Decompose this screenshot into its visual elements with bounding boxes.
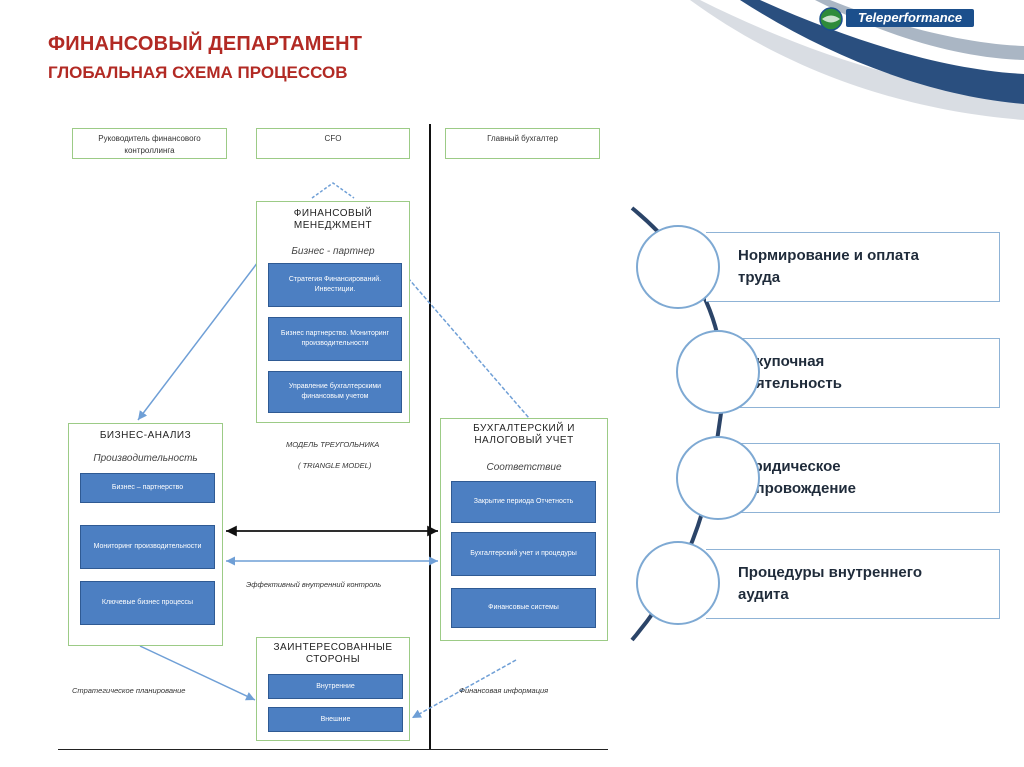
biz-analysis-item-monitoring: Мониторинг производительности — [80, 525, 215, 569]
panel-circle-4 — [636, 541, 720, 625]
accounting-item-systems: Финансовые системы — [451, 588, 596, 628]
cfo-chevron — [311, 182, 355, 199]
panel-item-audit-label: Процедуры внутреннего аудита — [738, 564, 922, 603]
biz-analysis-box: БИЗНЕС-АНАЛИЗ Производительность Бизнес … — [68, 423, 223, 646]
panel-item-labor-label: Нормирование и оплата труда — [738, 247, 919, 286]
page-title: ФИНАНСОВЫЙ ДЕПАРТАМЕНТ — [48, 33, 363, 55]
arrow-bizanalysis-to-stakeholders — [139, 645, 256, 701]
panel-item-labor: Нормирование и оплата труда — [706, 232, 1000, 302]
role-controlling-label: Руководитель финансового контроллинга — [98, 134, 201, 155]
panel-circle-1 — [636, 225, 720, 309]
divider-vertical — [429, 124, 431, 750]
biz-analysis-item-partnership: Бизнес – партнерство — [80, 473, 215, 503]
biz-analysis-subtitle: Производительность — [93, 453, 198, 464]
accounting-box: БУХГАЛТЕРСКИЙ И НАЛОГОВЫЙ УЧЕТ Соответст… — [440, 418, 608, 641]
page-subtitle: ГЛОБАЛЬНАЯ СХЕМА ПРОЦЕССОВ — [48, 63, 348, 82]
fin-mgmt-item-accounting: Управление бухгалтерскими финансовым уче… — [268, 371, 402, 413]
biz-analysis-item-processes: Ключевые бизнес процессы — [80, 581, 215, 625]
arrow-finmgmt-to-bizanalysis — [137, 261, 259, 421]
accounting-title: БУХГАЛТЕРСКИЙ И НАЛОГОВЫЙ УЧЕТ — [473, 423, 575, 446]
fin-mgmt-title: ФИНАНСОВЫЙ МЕНЕДЖМЕНТ — [293, 208, 373, 231]
internal-control-note: Эффективный внутренний контроль — [246, 580, 382, 589]
stakeholders-item-external: Внешние — [268, 707, 403, 732]
strategic-planning-note: Стратегическое планирование — [72, 686, 186, 695]
fin-mgmt-item-partnership: Бизнес партнерство. Мониторинг производи… — [268, 317, 402, 361]
teleperformance-logo: Teleperformance — [816, 6, 976, 32]
accounting-item-procedures: Бухгалтерский учет и процедуры — [451, 532, 596, 576]
accounting-item-closing: Закрытие периода Отчетность — [451, 481, 596, 523]
panel-circle-3 — [676, 436, 760, 520]
globe-icon — [819, 7, 843, 31]
biz-analysis-title: БИЗНЕС-АНАЛИЗ — [99, 430, 192, 441]
panel-item-audit: Процедуры внутреннего аудита — [706, 549, 1000, 619]
fin-mgmt-subtitle: Бизнес - партнер — [291, 246, 375, 257]
panel-item-procurement-label: Закупочная деятельность — [738, 353, 842, 392]
arrow-accounting-to-stakeholders — [411, 659, 517, 719]
role-box-chief-accountant: Главный бухгалтер — [445, 128, 600, 159]
role-box-controlling: Руководитель финансового контроллинга — [72, 128, 227, 159]
stakeholders-box: ЗАИНТЕРЕСОВАННЫЕ СТОРОНЫ Внутренние Внеш… — [256, 637, 410, 741]
accounting-subtitle: Соответствие — [486, 462, 562, 473]
panel-item-legal-label: Юридическое сопровождение — [738, 458, 857, 497]
financial-info-note: Финансовая информация — [459, 686, 549, 695]
model-note-line1: МОДЕЛЬ ТРЕУГОЛЬНИКА — [286, 440, 380, 449]
model-note-line2: ( TRIANGLE MODEL) — [298, 461, 372, 470]
stakeholders-item-internal: Внутренние — [268, 674, 403, 699]
role-cfo-label: CFO — [324, 134, 342, 143]
fin-mgmt-box: ФИНАНСОВЫЙ МЕНЕДЖМЕНТ Бизнес - партнер С… — [256, 201, 410, 423]
stakeholders-title: ЗАИНТЕРЕСОВАННЫЕ СТОРОНЫ — [273, 642, 393, 665]
divider-bottom — [58, 749, 608, 750]
role-chief-accountant-label: Главный бухгалтер — [487, 134, 558, 143]
fin-mgmt-item-strategy: Стратегия Финансирований. Инвестиции. — [268, 263, 402, 307]
panel-circle-2 — [676, 330, 760, 414]
logo-text: Teleperformance — [846, 9, 974, 27]
role-box-cfo: CFO — [256, 128, 410, 159]
